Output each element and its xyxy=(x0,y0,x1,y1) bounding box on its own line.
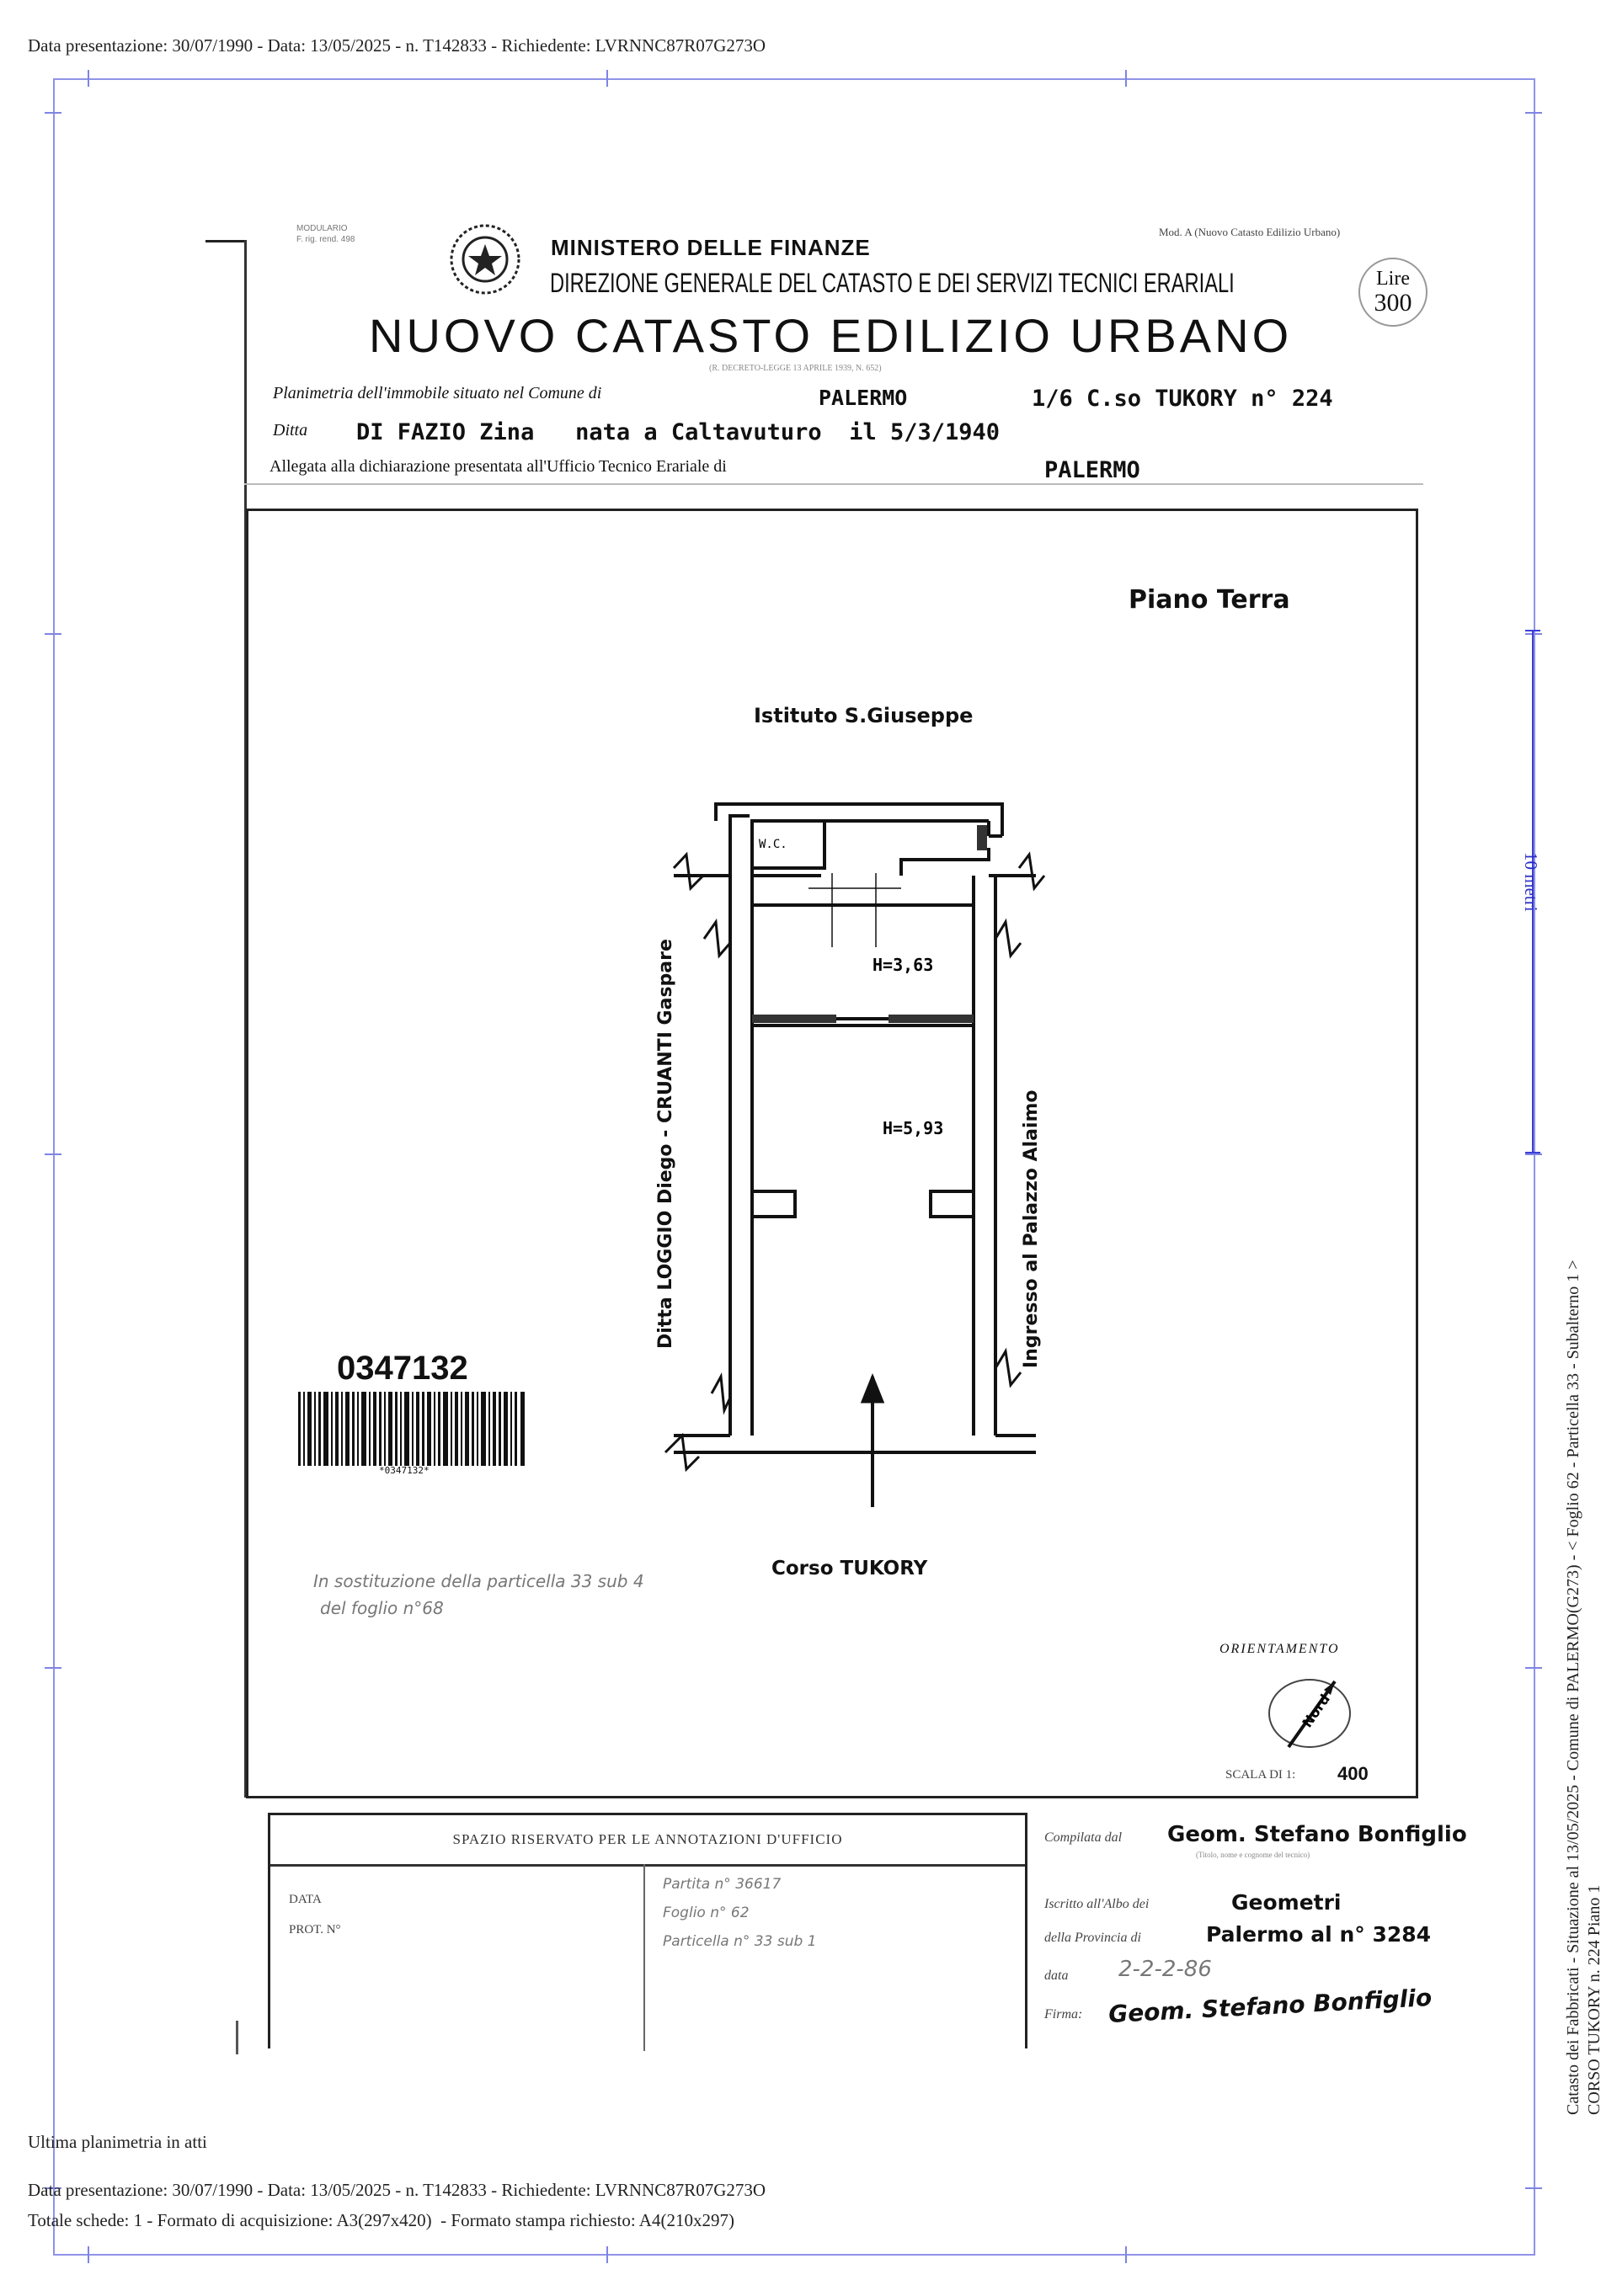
scan-edge-mark xyxy=(205,240,246,242)
compass-label: Nord xyxy=(1299,1691,1333,1731)
office-prot-label: PROT. N° xyxy=(289,1923,341,1936)
height-2-label: H=5,93 xyxy=(883,1118,943,1138)
law-reference: (R. DECRETO-LEGGE 13 APRILE 1939, N. 652… xyxy=(709,364,882,373)
footer-line1: Data presentazione: 30/07/1990 - Data: 1… xyxy=(28,2180,766,2200)
row3-value: PALERMO xyxy=(1044,457,1140,483)
east-neighbor: Ingresso al Palazzo Alaimo xyxy=(1021,1089,1042,1368)
row1-label: Planimetria dell'immobile situato nel Co… xyxy=(273,384,602,402)
note-line2: del foglio n°68 xyxy=(320,1598,444,1618)
registered-value: Geometri xyxy=(1231,1890,1342,1915)
note-line1: In sostituzione della particella 33 sub … xyxy=(313,1571,644,1591)
registered-label: Iscritto all'Albo dei xyxy=(1044,1897,1150,1911)
firm-label: Firma: xyxy=(1044,2007,1083,2022)
street-label: Corso TUKORY xyxy=(771,1558,928,1579)
corner-note: Mod. A (Nuovo Catasto Edilizio Urbano) xyxy=(1159,226,1341,238)
date-label: data xyxy=(1044,1968,1069,1983)
office-box: SPAZIO RISERVATO PER LE ANNOTAZIONI D'UF… xyxy=(268,1813,1027,2051)
direction-name: DIREZIONE GENERALE DEL CATASTO E DEI SER… xyxy=(550,268,1235,298)
model-code: MODULARIO F. rig. rend. 498 xyxy=(296,223,355,245)
scale-bar-tick-top xyxy=(1525,630,1540,631)
north-neighbor: Istituto S.Giuseppe xyxy=(754,704,974,727)
scale-value: 400 xyxy=(1337,1763,1369,1784)
barcode-number: 0347132 xyxy=(337,1350,468,1387)
document-title: NUOVO CATASTO EDILIZIO URBANO xyxy=(369,309,1293,362)
side-info-line2: CORSO TUKORY n. 224 Piano 1 xyxy=(1585,1884,1604,2115)
floor-label: Piano Terra xyxy=(1129,585,1290,615)
row2-value: DI FAZIO Zina nata a Caltavuturo il 5/3/… xyxy=(356,419,1001,445)
scale-bar-label: 10 metri xyxy=(1521,852,1541,912)
scale-bar-tick-bottom xyxy=(1525,1152,1540,1153)
signature-icon: Geom. Stefano Bonfiglio xyxy=(1107,1983,1433,2029)
compiled-label: Compilata dal xyxy=(1044,1830,1123,1845)
side-info-line1: Catasto dei Fabbricati - Situazione al 1… xyxy=(1564,1260,1582,2115)
province-label: della Provincia di xyxy=(1044,1931,1141,1945)
row1-address: 1/6 C.so TUKORY n° 224 xyxy=(1032,386,1333,412)
scale-label: SCALA DI 1: xyxy=(1225,1768,1296,1782)
stamp-badge: Lire 300 xyxy=(1358,258,1428,327)
footer-last-plan: Ultima planimetria in atti xyxy=(28,2132,207,2152)
scale-bar xyxy=(1532,631,1534,1153)
stamp-label: Lire xyxy=(1376,268,1410,290)
province-value: Palermo al n° 3284 xyxy=(1206,1922,1432,1947)
annotation-line3: Particella n° 33 sub 1 xyxy=(663,1933,817,1950)
stamp-value: 300 xyxy=(1374,289,1412,317)
west-neighbor: Ditta LOGGIO Diego - CRUANTI Gaspare xyxy=(655,939,676,1349)
annotation-line1: Partita n° 36617 xyxy=(663,1876,782,1893)
compiled-value: Geom. Stefano Bonfiglio xyxy=(1167,1822,1467,1847)
compass-icon: Nord xyxy=(1268,1679,1351,1749)
header-rule xyxy=(244,483,1423,485)
office-box-title: SPAZIO RISERVATO PER LE ANNOTAZIONI D'UF… xyxy=(270,1815,1025,1867)
ministry-name: MINISTERO DELLE FINANZE xyxy=(551,235,871,260)
model-code-line1: MODULARIO xyxy=(296,224,348,233)
scan-bottom-mark xyxy=(236,2021,238,2054)
orientation-label: ORIENTAMENTO xyxy=(1219,1642,1340,1656)
height-1-label: H=3,63 xyxy=(873,955,933,975)
barcode-small-text: *0347132* xyxy=(379,1465,430,1476)
scan-left-edge xyxy=(244,240,247,1798)
annotation-line2: Foglio n° 62 xyxy=(663,1904,750,1921)
footer-line2: Totale schede: 1 - Formato di acquisizio… xyxy=(28,2210,734,2230)
drawing-frame xyxy=(246,509,1418,1798)
date-value: 2-2-2-86 xyxy=(1118,1957,1212,1982)
row2-label: Ditta xyxy=(273,421,308,439)
barcode-icon xyxy=(298,1392,525,1466)
room-wc-label: W.C. xyxy=(759,838,787,851)
compiled-sub: (Titolo, nome e cognome del tecnico) xyxy=(1196,1851,1310,1859)
floor-plan: W.C. H=3,63 H=5,93 xyxy=(664,802,1046,1507)
model-code-line2: F. rig. rend. 498 xyxy=(296,235,355,244)
header-top-line: Data presentazione: 30/07/1990 - Data: 1… xyxy=(28,35,766,56)
row3-label: Allegata alla dichiarazione presentata a… xyxy=(270,457,727,476)
office-date-label: DATA xyxy=(289,1893,322,1906)
row1-comune: PALERMO xyxy=(819,386,908,410)
republic-emblem-icon xyxy=(450,224,520,295)
